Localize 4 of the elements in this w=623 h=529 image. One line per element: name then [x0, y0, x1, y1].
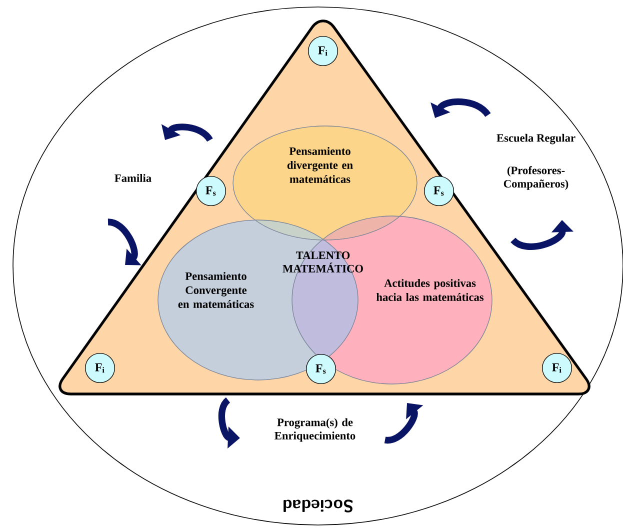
context-label: Programa(s) de Enriquecimiento: [274, 418, 356, 442]
context-label: (Profesores- Compañeros): [504, 166, 568, 190]
context-label: Familia: [114, 174, 152, 182]
context-label: Escuela Regular: [496, 134, 576, 144]
